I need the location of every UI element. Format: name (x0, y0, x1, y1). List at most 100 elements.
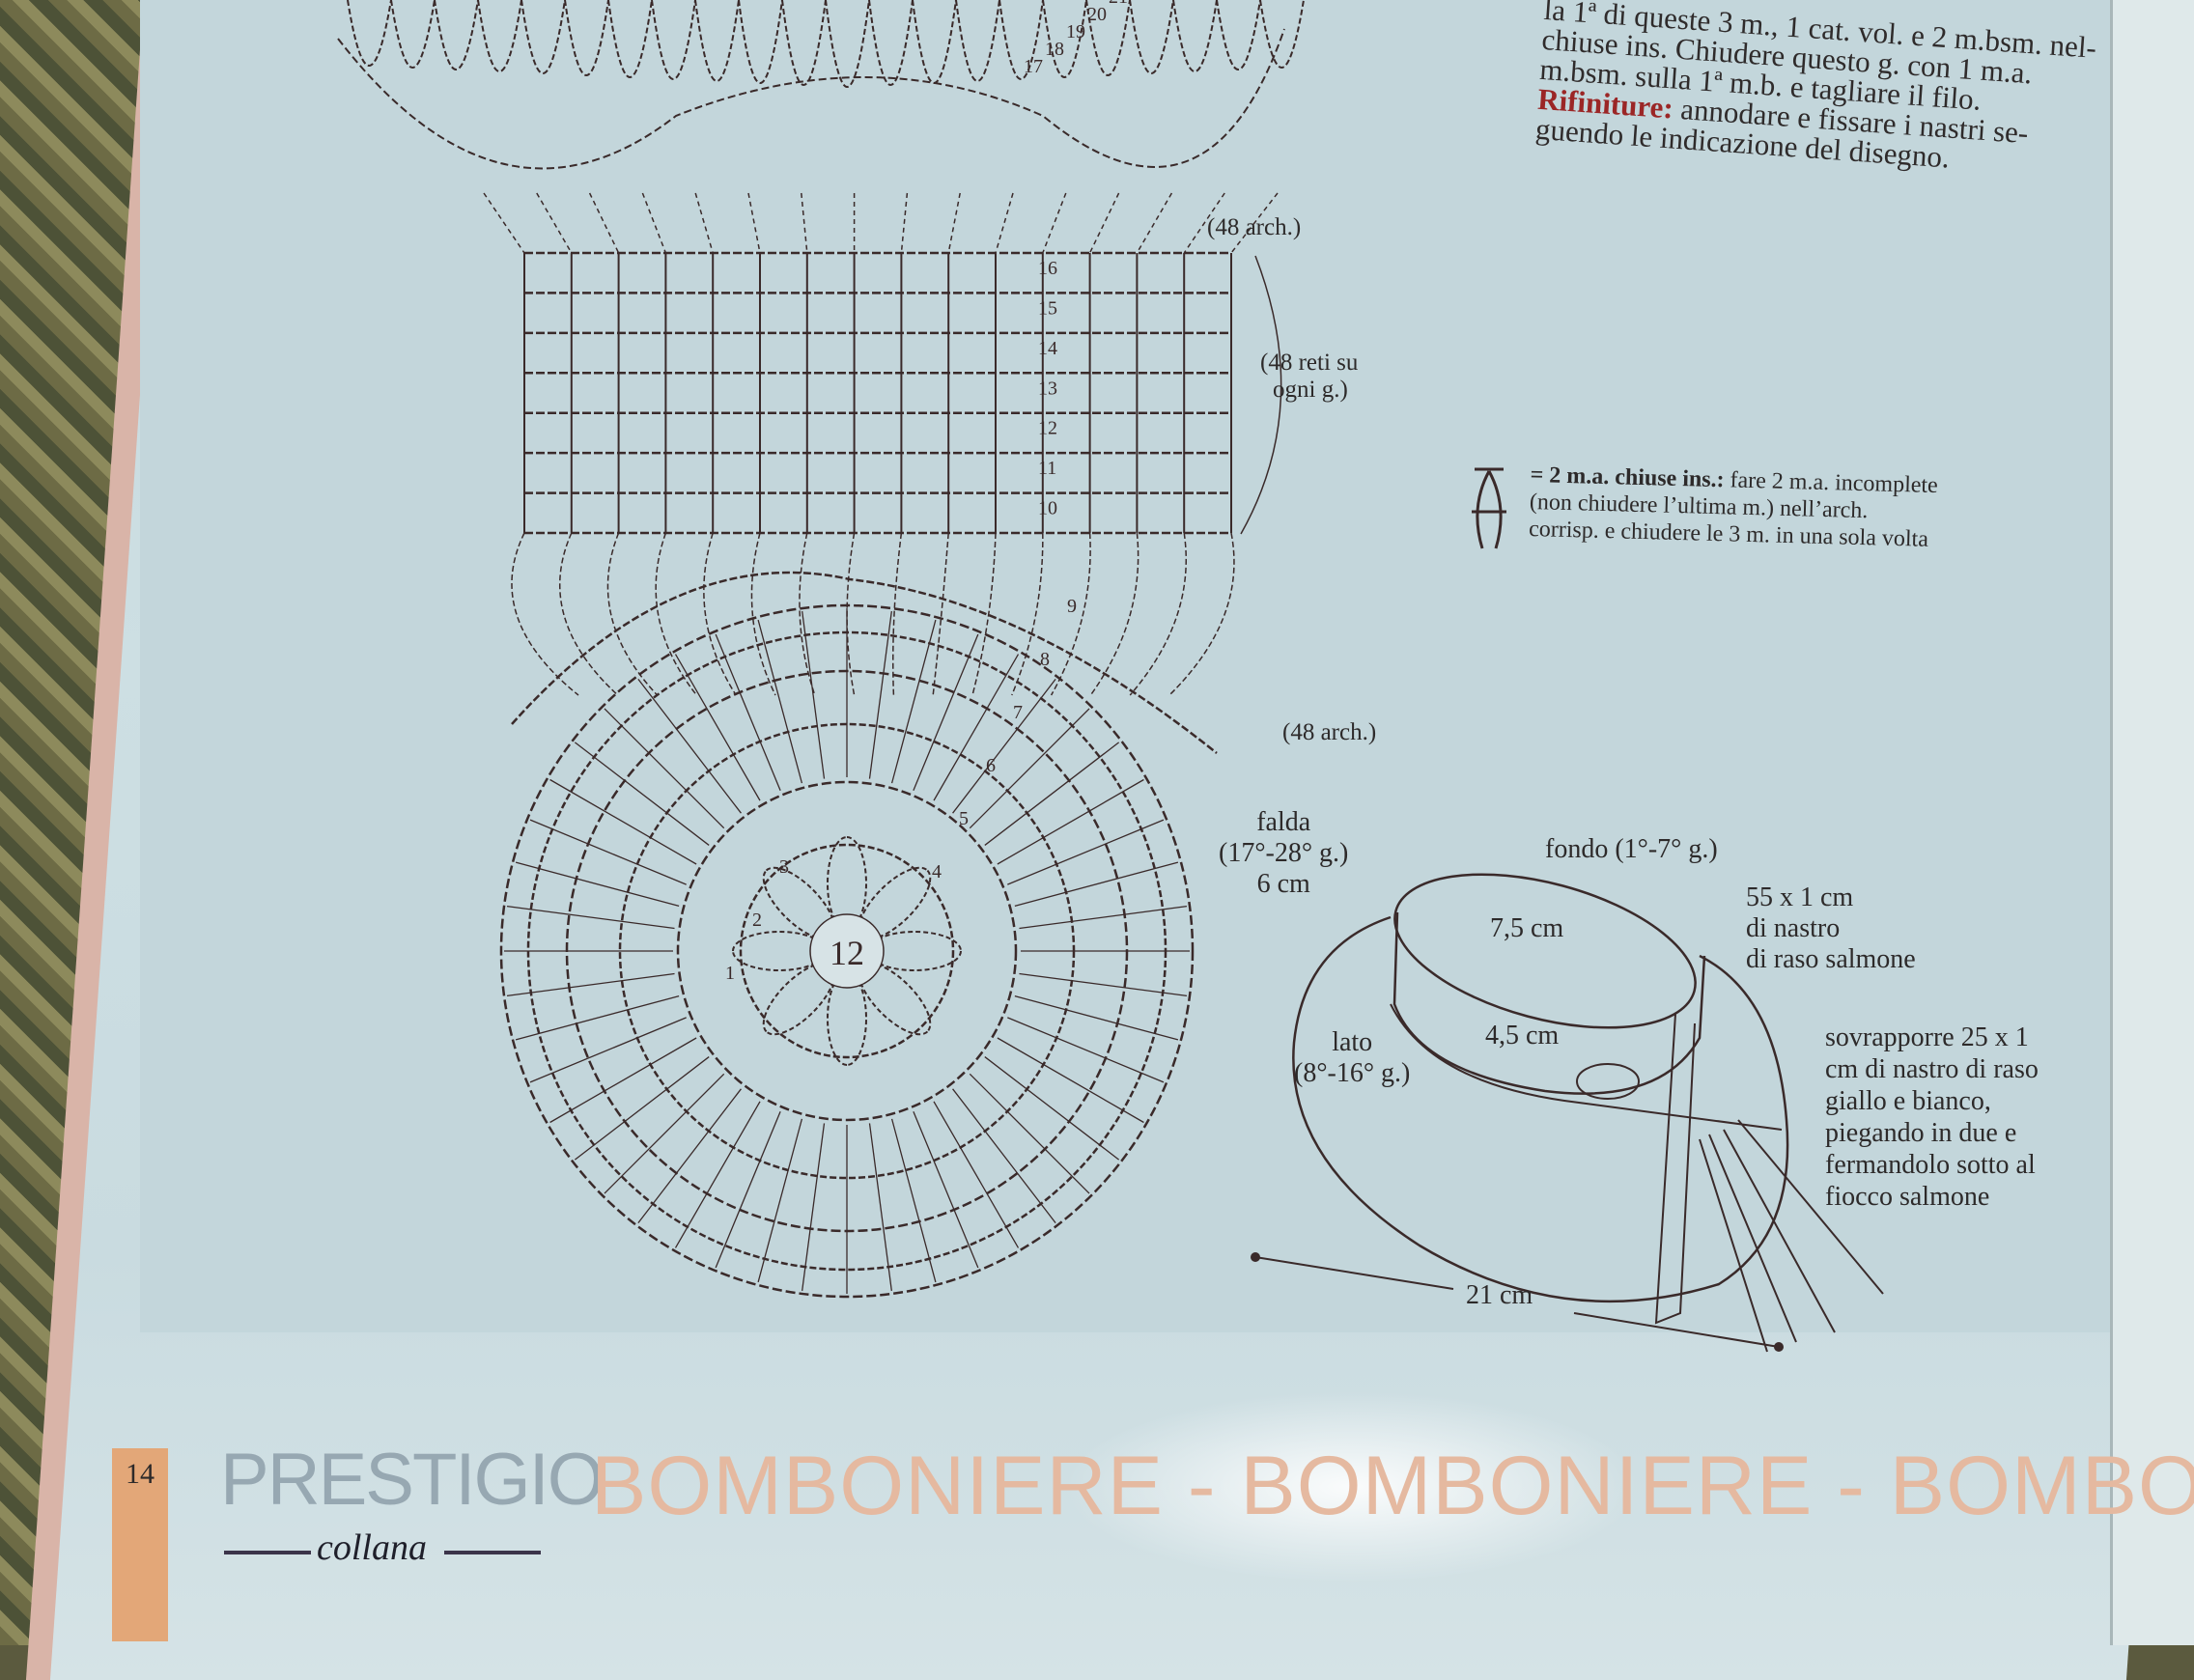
stitch-post (757, 619, 803, 784)
arch-connector (1088, 192, 1120, 254)
top-arch (1129, 0, 1174, 74)
arch-connector (747, 192, 761, 254)
mesh-label-line1: (48 reti su (1260, 350, 1359, 376)
stitch-post (1019, 906, 1188, 930)
top-arch (738, 0, 783, 84)
stitch-post (868, 610, 892, 779)
row-number: 15 (1038, 297, 1057, 319)
row-number: 16 (1038, 258, 1057, 279)
arch-connector (655, 532, 697, 696)
stitch-post (715, 633, 781, 791)
stitch-post (574, 1056, 710, 1161)
page-number-tab: 14 (112, 1448, 168, 1641)
hat-top (1393, 873, 1697, 1029)
petal-chain (858, 962, 932, 1036)
series-title: BOMBONIERE - BOMBONIERE - BOMBO (591, 1440, 2194, 1532)
stitch-post (1014, 861, 1179, 908)
arch-connector (1136, 192, 1173, 254)
top-scallop (337, 28, 1285, 170)
stitch-post (506, 972, 675, 996)
row-number: 8 (1040, 649, 1050, 670)
arch-connector (971, 532, 997, 696)
top-arch (955, 0, 1000, 82)
row-number: 1 (725, 963, 735, 984)
row-number: 14 (1038, 338, 1057, 359)
top-arch (347, 0, 392, 67)
stitch-post (1019, 972, 1188, 996)
stitch-post (757, 1118, 803, 1283)
outer-scallop (511, 571, 1218, 754)
top-diameter-label: 7,5 cm (1490, 913, 1564, 943)
row-number: 20 (1087, 4, 1107, 25)
petal-chain (867, 931, 962, 971)
stitch-post (890, 619, 937, 784)
top-arch (564, 0, 609, 76)
stitch-post (868, 1123, 892, 1292)
round-ring (676, 780, 1018, 1122)
row-number: 6 (986, 755, 996, 776)
arch-connector (1230, 192, 1279, 254)
arch-connector (892, 532, 903, 696)
top-arch (999, 0, 1044, 80)
stitch-post (969, 1073, 1090, 1194)
arch-connector (511, 532, 579, 696)
stitch-post (984, 1056, 1120, 1161)
row-number: 17 (1024, 56, 1043, 77)
center-ring (809, 913, 885, 989)
stitch-post (715, 1111, 781, 1269)
top-arch (1085, 0, 1131, 76)
top-arch (1259, 0, 1305, 69)
top-arch (477, 0, 522, 72)
stitch-post (604, 708, 725, 829)
arch-connector (799, 532, 816, 696)
row-number: 2 (752, 910, 762, 931)
arch-connector (559, 532, 619, 696)
stitch-post (549, 1037, 697, 1124)
top-arch (651, 0, 696, 80)
row-number: 18 (1045, 39, 1064, 60)
ribbon-bow (1576, 1063, 1640, 1100)
stitch-post (637, 1088, 742, 1224)
row-number: 19 (1066, 21, 1085, 42)
row-number: 11 (1038, 458, 1056, 479)
arch-connector (995, 192, 1014, 254)
arch-connector (588, 192, 620, 254)
brim-diameter-label: 21 cm (1466, 1280, 1533, 1310)
petal-chain (762, 962, 836, 1036)
arch-connector (694, 192, 714, 254)
row-number: 4 (932, 861, 942, 882)
arch-connector (483, 192, 525, 254)
page-number: 14 (126, 1458, 155, 1490)
legend-symbol (1472, 470, 1506, 549)
top-arch (825, 0, 870, 88)
top-arch (1172, 0, 1218, 72)
falda-label: falda(17°-28° g.)6 cm (1219, 807, 1349, 899)
stitch-post (997, 1037, 1144, 1124)
stitch-post (529, 819, 687, 885)
arch-connector (750, 532, 776, 696)
petal-chain (858, 866, 932, 940)
petal-chain (732, 931, 827, 971)
row-number: 12 (1038, 418, 1057, 439)
round-ring (739, 843, 955, 1059)
facing-page-edge (2110, 0, 2194, 1645)
top-arch (781, 0, 827, 86)
row-number: 3 (779, 856, 789, 878)
legend-term: = 2 m.a. chiuse ins.: (1530, 462, 1725, 493)
arch-connector (1168, 532, 1235, 696)
arch-connector (900, 192, 909, 254)
row-number: 10 (1038, 498, 1057, 519)
arch-connector (1183, 192, 1225, 254)
arch-connector (606, 532, 659, 696)
stitch-post (1014, 994, 1179, 1041)
bottom-arch-label: (48 arch.) (1282, 719, 1377, 745)
row-number: 9 (1067, 596, 1077, 617)
stitch-post (997, 778, 1144, 865)
stitch-post (952, 1088, 1056, 1224)
petal-chain (762, 866, 836, 940)
dimension-line (1254, 1256, 1454, 1290)
arch-connector (1042, 192, 1067, 254)
arch-connector (947, 192, 961, 254)
